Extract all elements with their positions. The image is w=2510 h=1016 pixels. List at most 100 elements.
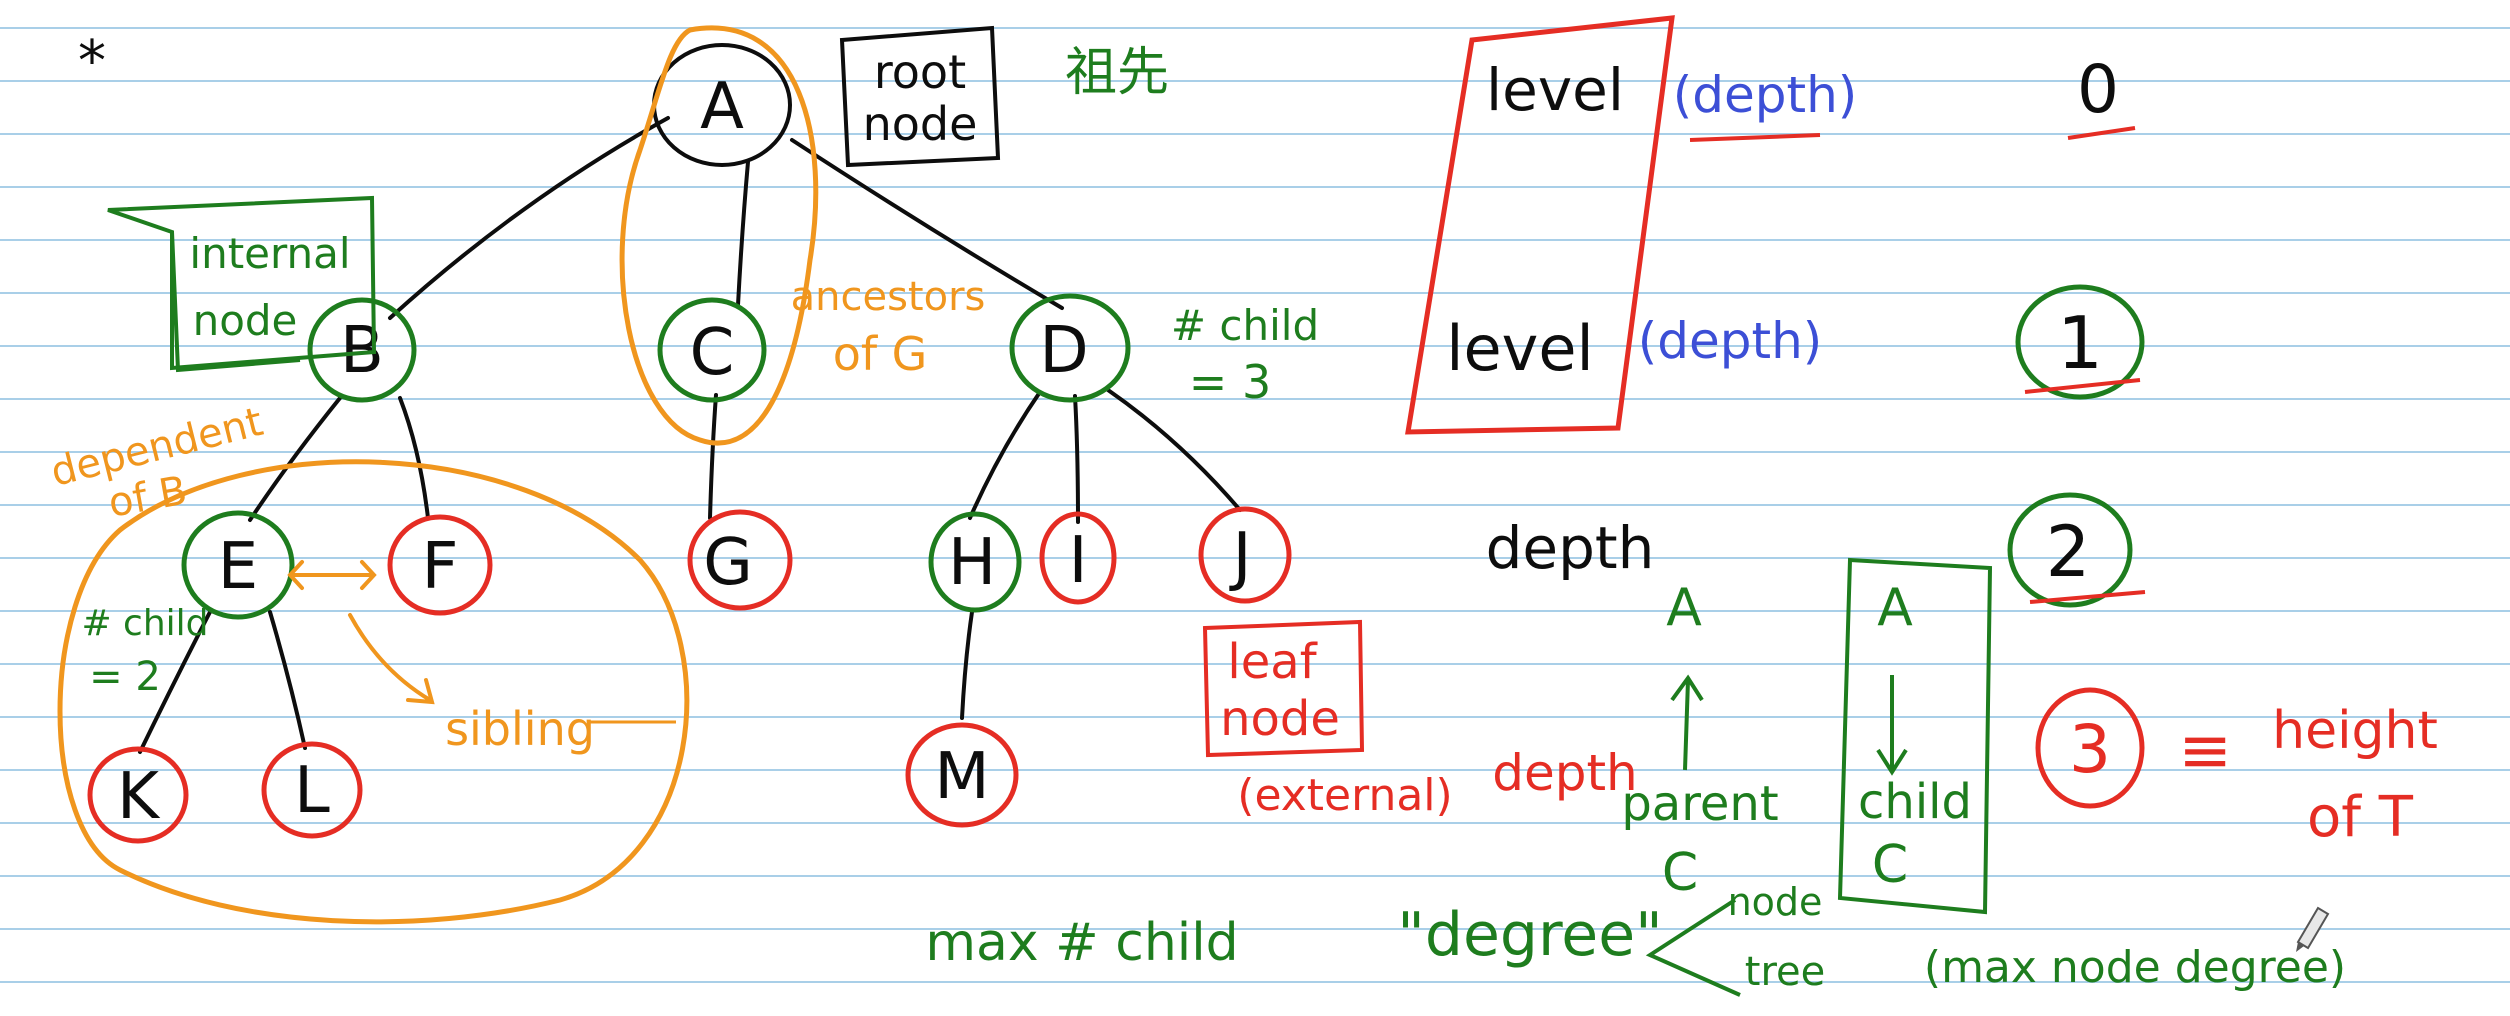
node-j-label: J	[1229, 520, 1252, 594]
max-child-label: max # child	[925, 913, 1238, 973]
parent-top-node: A	[1666, 578, 1702, 638]
sibling-label: sibling	[445, 702, 595, 756]
edge-a-d	[790, 138, 1064, 310]
child-count-2-line2: = 2	[89, 654, 161, 700]
child-count-2-line1: # child	[81, 603, 208, 644]
degree-label: "degree"	[1397, 900, 1662, 970]
leaf-node-label-line2: node	[1220, 691, 1340, 747]
level-1-word: level	[1446, 312, 1593, 385]
node-b-circle	[307, 297, 417, 403]
level-0-word: level	[1486, 56, 1624, 124]
internal-node-label-line1: internal	[189, 229, 350, 278]
edge-c-g	[708, 393, 718, 520]
edge-h-m	[960, 610, 974, 720]
edge-e-k	[138, 610, 212, 754]
height-label-line2: of T	[2307, 785, 2414, 850]
child-bottom-node: C	[1872, 835, 1908, 895]
node-d-circle	[1009, 293, 1131, 403]
node-e-circle	[181, 510, 295, 620]
pen-cursor-icon	[2296, 906, 2330, 952]
parent-label: parent	[1621, 776, 1778, 832]
star-mark: *	[78, 29, 106, 94]
edge-e-l	[268, 610, 307, 750]
depth-red-label: depth	[1492, 744, 1638, 802]
level-2-word: depth	[1486, 514, 1655, 582]
node-a-label: A	[700, 70, 744, 144]
level-number-1: 1	[2057, 301, 2103, 385]
ruled-lines	[0, 27, 2510, 983]
child-arrow	[1876, 675, 1908, 776]
parent-arrow	[1670, 674, 1704, 771]
node-j-circle	[1198, 506, 1292, 604]
node-h-label: H	[948, 526, 996, 600]
internal-node-label-line2: node	[193, 296, 298, 345]
node-h-circle	[928, 511, 1022, 613]
node-g-circle	[687, 509, 793, 611]
node-l-circle	[261, 741, 363, 839]
level-2-circle	[2007, 492, 2133, 608]
max-node-degree-label: (max node degree)	[1924, 942, 2346, 993]
node-c-label: C	[690, 316, 735, 390]
level-1-circle	[2015, 284, 2145, 400]
node-f-circle	[387, 514, 493, 616]
ancestor-chinese-label: 祖先	[1065, 43, 1169, 103]
edge-b-f	[398, 396, 430, 520]
edge-b-e	[248, 396, 342, 522]
ancestors-loop	[619, 25, 819, 446]
tree-edges	[138, 116, 1242, 754]
node-k-circle	[87, 746, 189, 844]
degree-node-label: node	[1728, 880, 1823, 924]
level-number-0: 0	[2077, 51, 2119, 128]
internal-node-box-left	[170, 231, 301, 373]
external-label: (external)	[1237, 770, 1452, 821]
edge-d-i	[1073, 394, 1080, 524]
node-i-label: I	[1069, 524, 1088, 598]
level-number-2: 2	[2046, 511, 2091, 593]
tree-node-labels: A B C D E F G H I J K L M	[117, 70, 1251, 834]
child-box	[1837, 557, 1993, 915]
leaf-node-label-line1: leaf	[1227, 634, 1317, 690]
tree-node-circles	[87, 43, 1292, 844]
child-top-node: A	[1877, 578, 1913, 638]
sibling-pointer	[348, 613, 435, 705]
node-m-circle	[905, 722, 1019, 828]
node-m-label: M	[934, 740, 989, 814]
level-3-circle	[2035, 687, 2145, 809]
height-label-line1: height	[2272, 701, 2438, 761]
node-k-label: K	[117, 760, 161, 834]
edge-d-j	[1106, 388, 1242, 512]
node-c-circle	[657, 297, 767, 403]
root-node-box	[839, 25, 1001, 168]
internal-node-box	[107, 195, 377, 371]
level-1-underline	[2024, 378, 2141, 394]
level-box	[1405, 15, 1675, 435]
level-0-underline	[2067, 126, 2136, 140]
sibling-double-arrow	[287, 560, 377, 590]
ancestors-label-line1: ancestors	[791, 274, 986, 320]
dependents-loop	[57, 459, 690, 925]
child-count-3-line1: # child	[1171, 301, 1319, 350]
node-l-label: L	[294, 754, 330, 828]
child-label: child	[1858, 774, 1972, 830]
edge-d-h	[968, 390, 1042, 520]
sibling-arrow	[287, 560, 435, 705]
level-1-depth: (depth)	[1638, 312, 1823, 370]
edge-a-b	[388, 116, 670, 320]
level-2-underline	[2029, 590, 2146, 604]
degree-tree-label: tree	[1745, 949, 1825, 995]
level-0-depth: (depth)	[1673, 66, 1858, 124]
equiv-sign: ≡	[2178, 714, 2232, 788]
edge-a-c	[736, 160, 750, 307]
root-node-label-line1: root	[874, 45, 966, 99]
degree-bracket	[1645, 898, 1741, 997]
node-i-circle	[1039, 511, 1117, 605]
node-d-label: D	[1039, 314, 1088, 388]
child-count-3-line2: = 3	[1189, 355, 1271, 409]
node-g-label: G	[703, 526, 753, 600]
ancestors-label-line2: of G	[833, 327, 928, 381]
node-f-label: F	[422, 530, 459, 604]
node-e-label: E	[218, 530, 258, 604]
depth-0-underline	[1689, 133, 1821, 142]
